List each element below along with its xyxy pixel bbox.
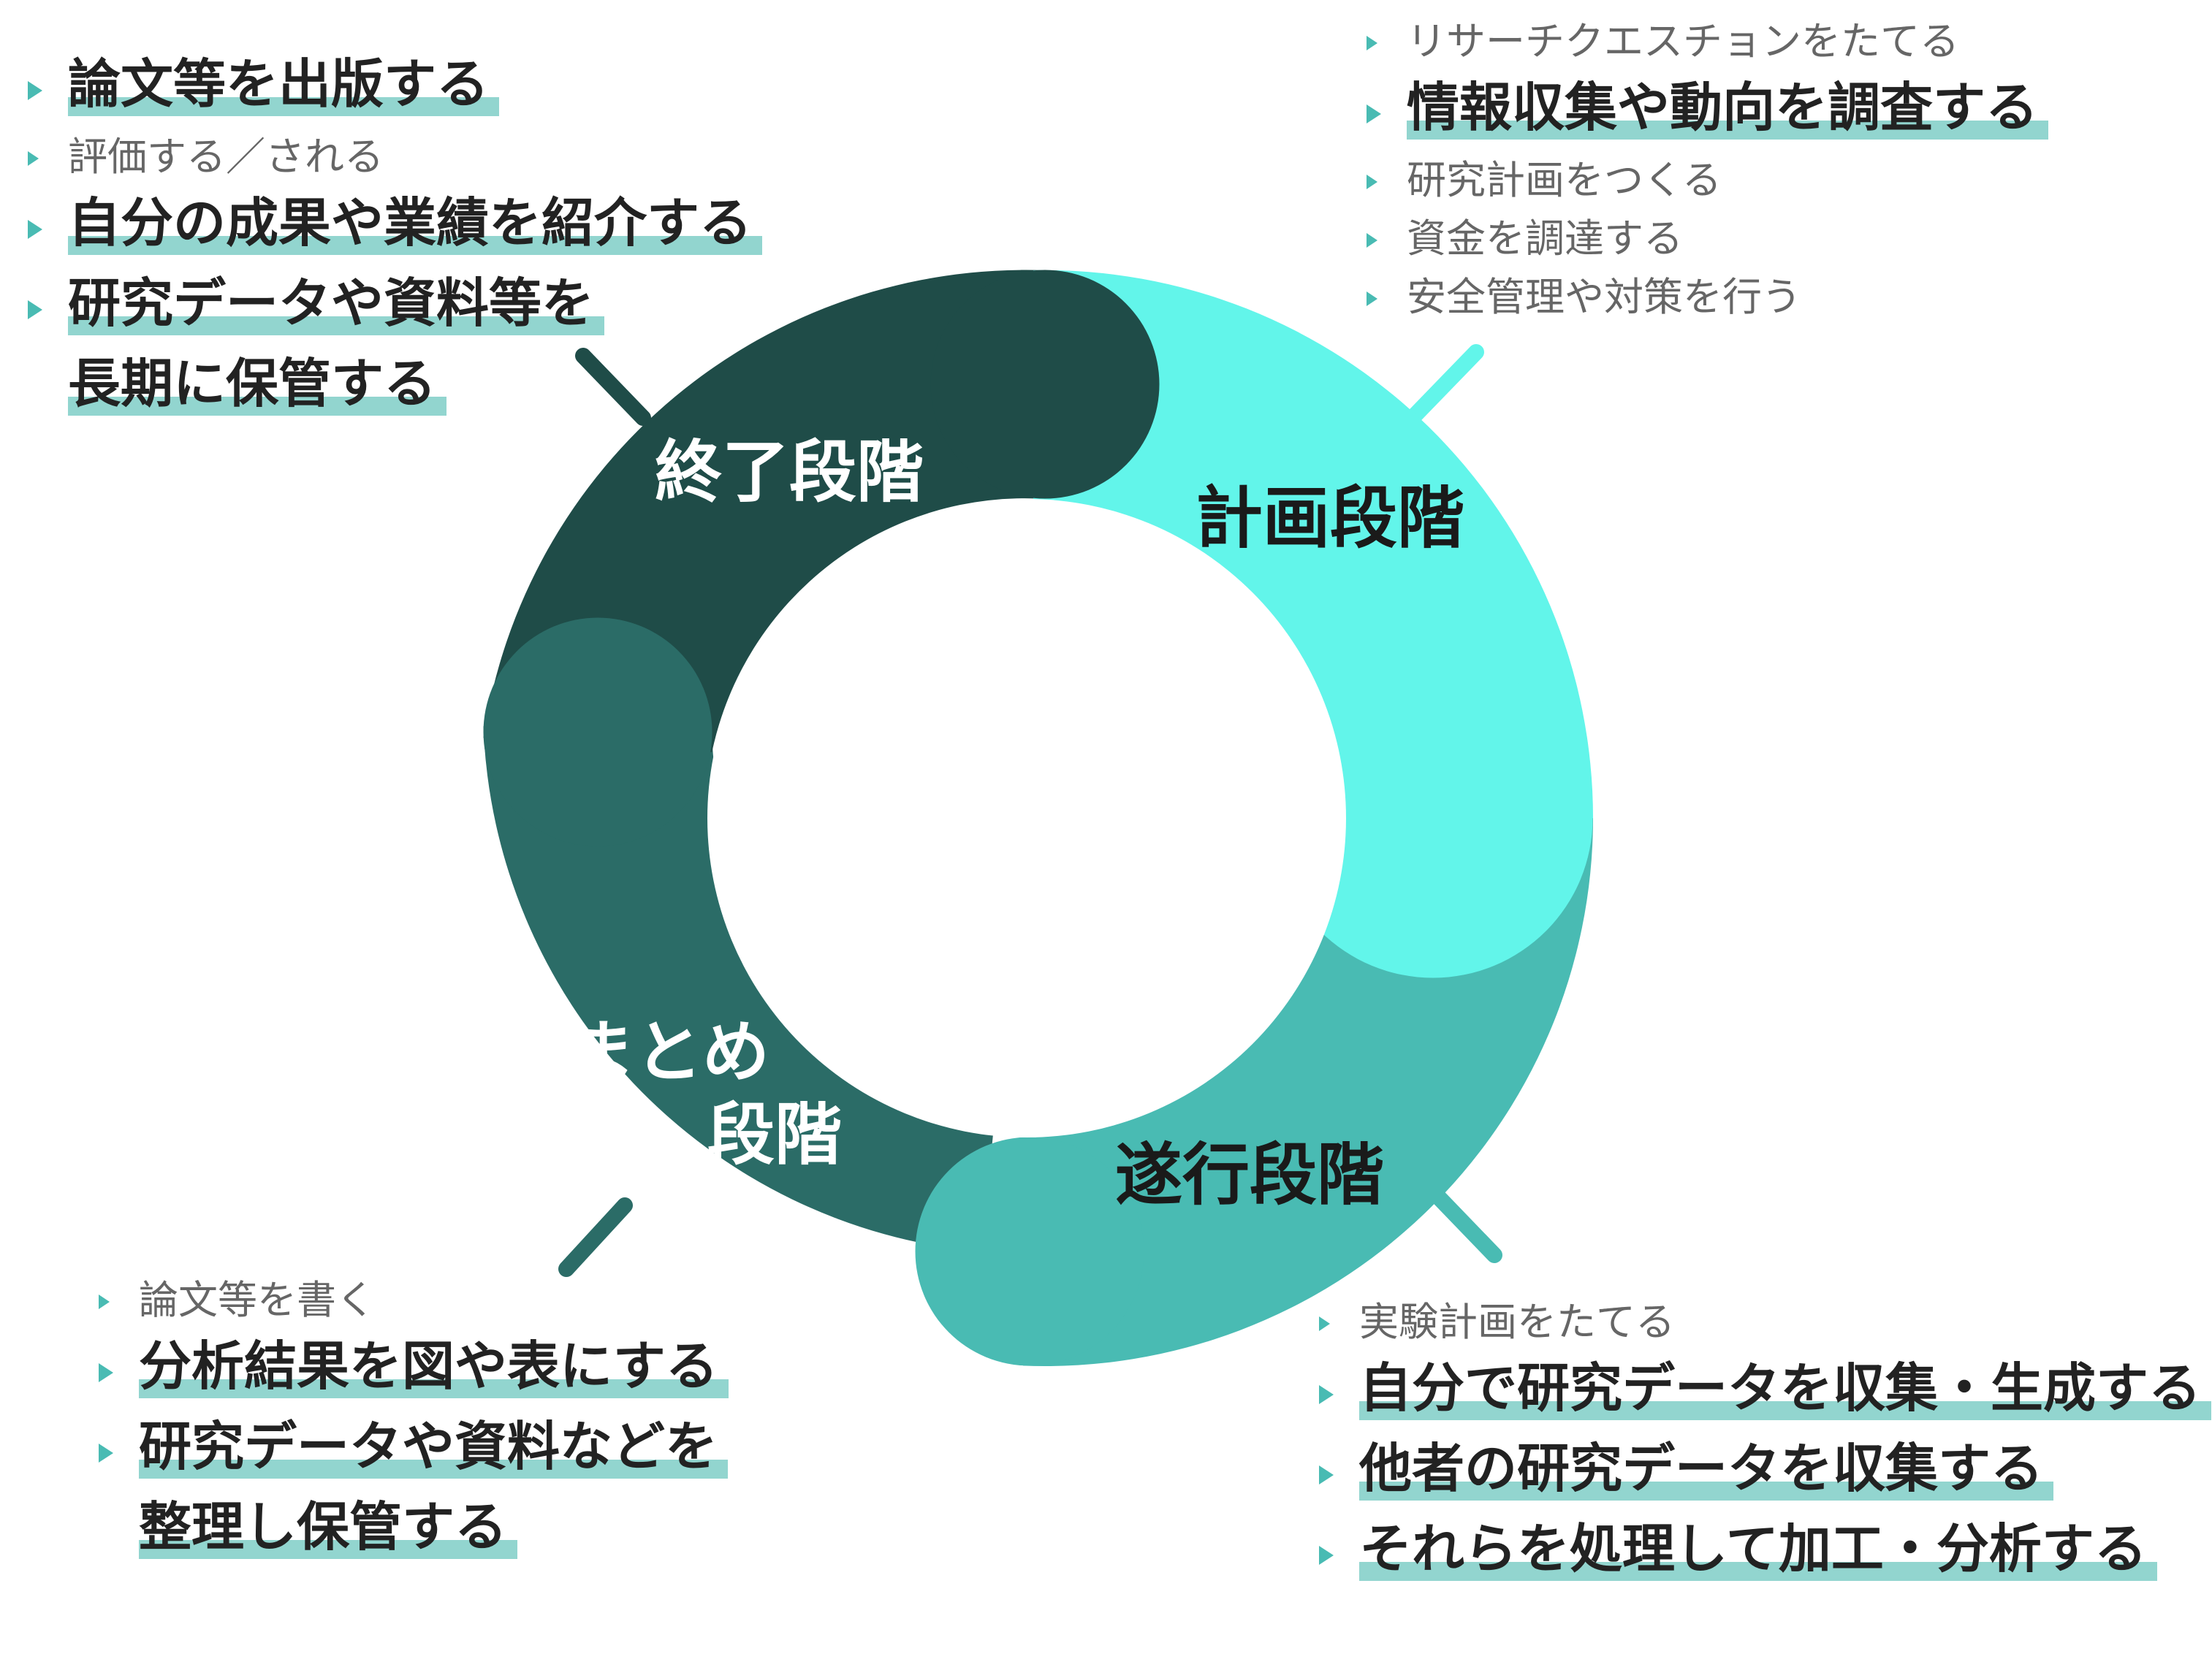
triangle-bullet-icon xyxy=(1367,36,1377,50)
stage-label-end: 終了段階 xyxy=(655,433,924,511)
list-item-text: 分析結果を図や表にする xyxy=(139,1330,729,1403)
list-item-text: 研究データや資料等を xyxy=(68,267,605,340)
connector-planning xyxy=(1400,344,1484,430)
triangle-bullet-icon xyxy=(1319,1385,1334,1404)
triangle-bullet-icon xyxy=(1319,1465,1334,1484)
list-item-text: 整理し保管する xyxy=(139,1490,518,1563)
triangle-bullet-icon xyxy=(28,81,42,100)
triangle-bullet-icon xyxy=(28,151,39,166)
list-item-text: 研究データや資料などを xyxy=(139,1410,729,1483)
triangle-bullet-icon xyxy=(99,1363,113,1382)
triangle-bullet-icon xyxy=(1367,175,1377,189)
list-item-text: 情報収集や動向を調査する xyxy=(1407,71,2049,144)
list-item-text: 評価する／される xyxy=(68,134,384,180)
stage-label-planning: 計画段階 xyxy=(1196,479,1464,557)
triangle-bullet-icon xyxy=(99,1444,113,1463)
triangle-bullet-icon xyxy=(28,220,42,239)
list-item-text: 実験計画をたてる xyxy=(1359,1299,1675,1345)
stage-label-execution: 遂行段階 xyxy=(1115,1136,1384,1214)
list-item-text: 自分の成果や業績を紹介する xyxy=(68,186,763,259)
list-item-text: リサーチクエスチョンをたてる xyxy=(1407,18,1959,64)
list-item-text: 自分で研究データを収集・生成する xyxy=(1359,1352,2212,1425)
connector-end xyxy=(575,348,651,426)
list-item-text: 研究計画をつくる xyxy=(1407,157,1722,203)
list-item-text: 資金を調達する xyxy=(1407,216,1683,262)
triangle-bullet-icon xyxy=(1367,291,1377,306)
triangle-bullet-icon xyxy=(99,1295,110,1309)
list-item-text: 安全管理や対策を行う xyxy=(1407,274,1801,320)
list-item-text: それらを処理して加工・分析する xyxy=(1359,1512,2157,1585)
cap-execution xyxy=(915,1137,1144,1366)
triangle-bullet-icon xyxy=(28,300,42,319)
list-item-text: 論文等を出版する xyxy=(68,47,500,121)
list-item-text: 長期に保管する xyxy=(68,347,447,420)
triangle-bullet-icon xyxy=(1367,233,1377,248)
cap-summary xyxy=(483,617,712,847)
list-item-text: 論文等を書く xyxy=(139,1277,376,1323)
triangle-bullet-icon xyxy=(1319,1316,1330,1331)
cap-end xyxy=(930,270,1160,499)
segment-summary xyxy=(483,726,1003,1252)
connector-summary xyxy=(558,1197,633,1277)
list-item-text: 他者の研究データを収集する xyxy=(1359,1432,2054,1505)
stage-label-summary-line1: まとめ xyxy=(568,1013,769,1091)
triangle-bullet-icon xyxy=(1367,104,1381,123)
ring-center xyxy=(707,499,1346,1137)
connector-execution xyxy=(1428,1186,1502,1263)
stage-label-summary-line2: 段階 xyxy=(707,1096,842,1174)
triangle-bullet-icon xyxy=(1319,1546,1334,1565)
cap-planning xyxy=(1273,658,1593,978)
